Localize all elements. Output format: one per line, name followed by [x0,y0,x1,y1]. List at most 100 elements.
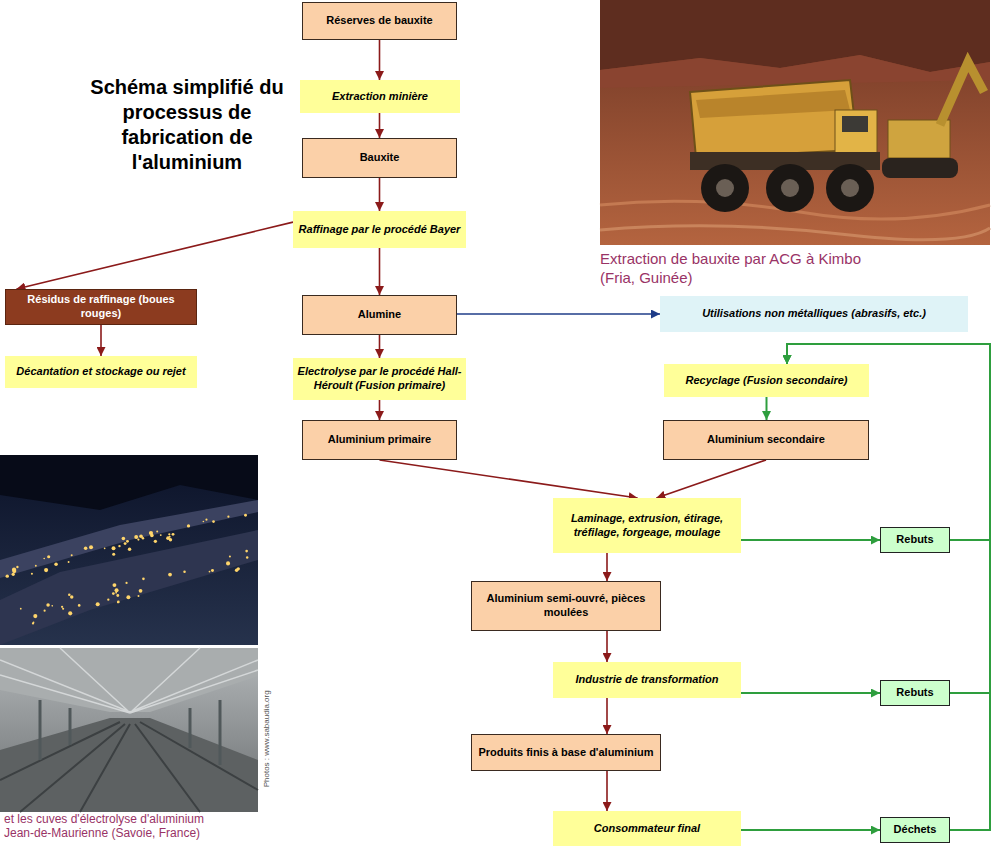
material-box: Bauxite [302,138,457,178]
plant-light [134,535,138,539]
plant-light [112,546,116,550]
wheel-hub [841,179,859,197]
flow-arrow [379,40,381,80]
flow-arrow [656,460,766,498]
connector-group [17,40,990,830]
photo-bench [600,0,990,72]
plant-light [128,548,131,551]
wheel-hub [781,179,799,197]
plant-light [112,553,115,556]
plant-light [117,601,120,604]
plant-light [20,608,22,610]
truck-bed [690,80,858,158]
node-text: Industrie de transformation [575,673,718,687]
plant-light [43,558,45,560]
plant-light [31,573,33,575]
photo-mountain [0,455,258,510]
plant-light [115,592,117,594]
photo-hall [0,648,258,812]
scrap-box: Rebuts [880,680,950,706]
plant-light [172,533,175,536]
plant-light [126,595,130,599]
plant-light [89,545,93,549]
scrap-box: Déchets [880,817,950,843]
material-box: Alumine [302,295,457,335]
flow-arrow [379,113,381,138]
plant-light [46,603,50,607]
material-box: Aluminium primaire [302,420,457,460]
flow-arrow [379,248,381,295]
plant-light [203,521,205,523]
node-text: Déchets [894,823,937,837]
plant-light [104,548,106,550]
process-step: Industrie de transformation [553,662,741,698]
plant-light [70,595,73,598]
plant-light [183,570,186,573]
node-text: Rebuts [896,533,933,547]
plant-light [107,599,109,601]
photo-ground [600,0,990,245]
smelter-night-photo [0,455,258,645]
node-text: Utilisations non métalliques (abrasifs, … [702,307,926,321]
plant-light [229,555,231,557]
plant-lights [6,514,249,625]
plant-light [126,540,129,543]
plant-light [54,562,58,566]
plant-light [209,571,211,573]
plant-light [244,514,247,517]
flow-arrow [606,553,608,581]
plant-light [96,602,100,606]
excavator-arm [940,62,984,125]
flow-arrow [380,460,638,498]
photo-credit: Photos : www.sabaudia.org [262,684,272,794]
plant-light [68,594,71,597]
plant-light [117,601,119,603]
plant-light [187,524,190,527]
node-text: Electrolyse par le procédé Hall-Héroult … [295,365,464,393]
mine-photo [600,0,990,245]
plant-light [115,588,119,592]
node-text: Consommateur final [594,822,700,836]
plant-light [137,539,139,541]
plant-roof [0,530,258,645]
plant-light [205,519,207,521]
plant-light [61,606,63,608]
node-text: Décantation et stockage ou rejet [16,365,185,379]
plant-light [68,611,72,615]
node-text: Aluminium semi-ouvré, pièces moulées [475,592,657,620]
plant-light [6,574,9,577]
plant-light [154,540,157,543]
residue-box: Résidus de raffinage (boues rouges) [5,289,197,325]
plant-light [139,589,143,593]
process-step: Extraction minière [300,80,460,113]
flow-arrow [741,829,880,831]
plant-light [142,578,145,581]
plant-light [47,555,50,558]
potroom-photo [0,648,258,812]
node-text: Alumine [358,308,401,322]
process-step: Raffinage par le procédé Bayer [293,211,466,248]
plant-light [12,573,15,576]
flow-arrow [379,178,381,211]
photo-bench [600,55,990,88]
plant-light [84,547,88,551]
photo-caption: Extraction de bauxite par ACG à Kimbo (F… [600,250,882,288]
plant-light [44,568,48,572]
truck-bed-shade [696,90,850,118]
plant-light [227,516,229,518]
plant-light [113,583,117,587]
photo-caption: et les cuves d'électrolyse d'aluminium J… [4,812,226,841]
flow-arrow [741,539,880,541]
plant-light [160,534,162,536]
plant-light [62,608,64,610]
plant-light [125,582,127,584]
truck-window [842,116,868,132]
flow-arrow [457,313,660,315]
flow-arrow [787,344,990,830]
plant-light [51,605,53,607]
truck-wheel [826,164,874,212]
material-box: Aluminium secondaire [663,420,869,460]
truck-cab [835,110,877,158]
scrap-box: Rebuts [880,527,950,553]
node-text: Aluminium secondaire [707,433,825,447]
